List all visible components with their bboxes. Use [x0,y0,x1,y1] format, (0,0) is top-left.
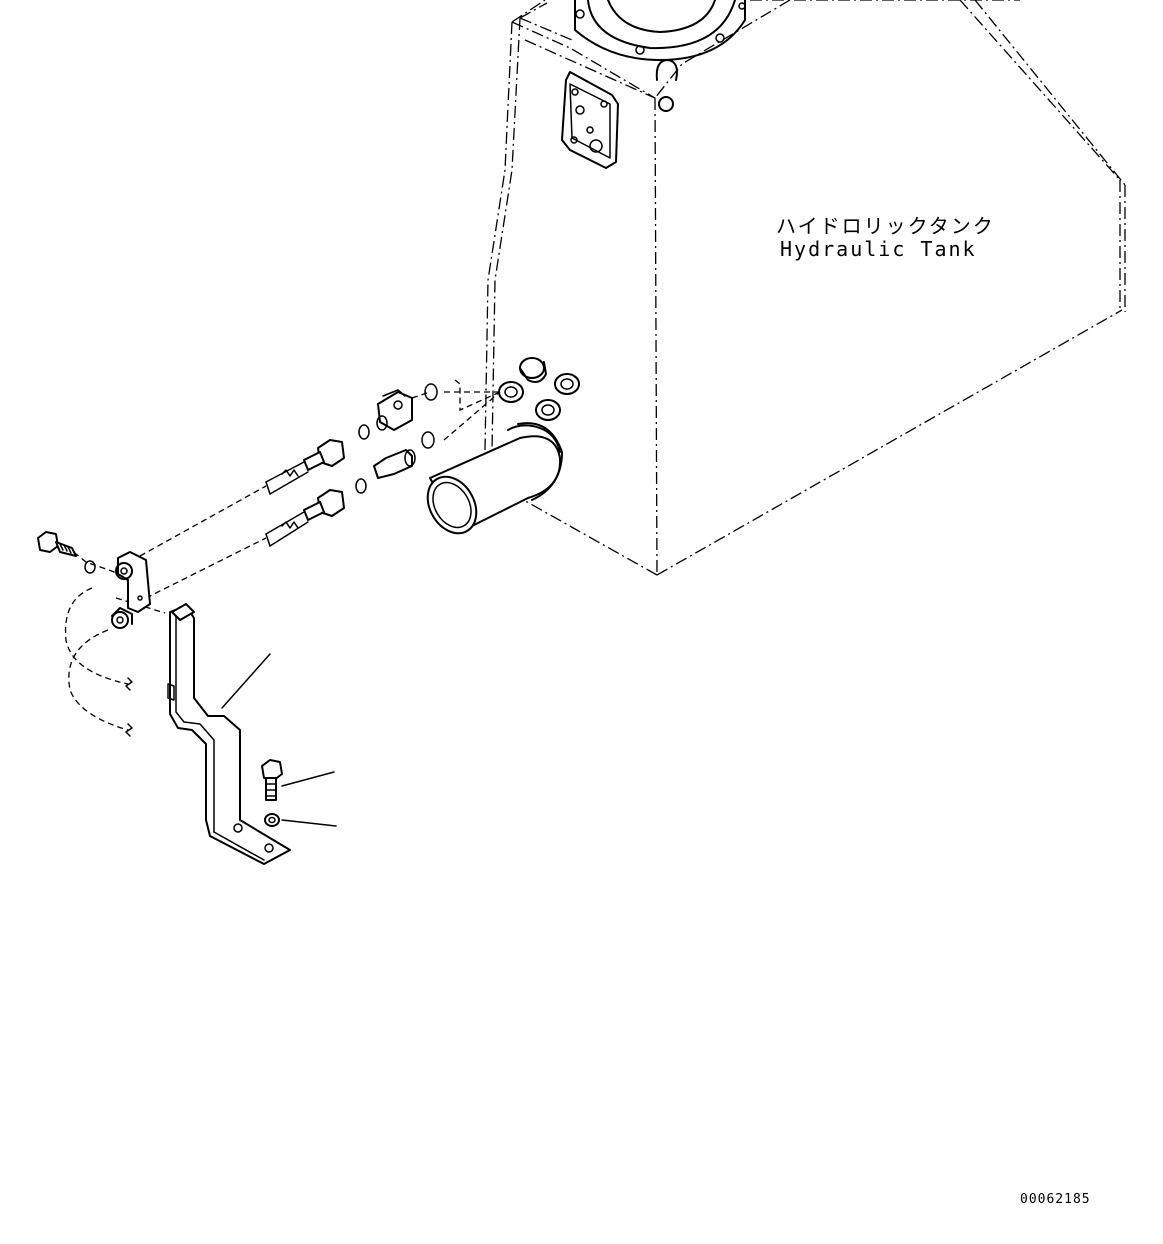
upper-fittings [265,357,580,547]
bracket-bolt [261,759,283,827]
hose-clamp [111,551,151,629]
lifting-hook [655,59,678,112]
drawing-number: 00062185 [1020,1192,1091,1207]
centerlines [65,379,501,614]
support-bracket [167,603,291,865]
tank-label-japanese: ハイドロリックタンク [776,214,995,238]
leader-lines [221,653,337,827]
strainer-pipe [426,422,563,535]
side-cover-plate [561,71,619,169]
tank-top-flange [574,0,746,61]
clamp-bolt [37,531,96,574]
hydraulic-tank [484,0,1126,576]
tank-label-english: Hydraulic Tank [780,237,977,261]
harness-phantom [64,587,133,737]
